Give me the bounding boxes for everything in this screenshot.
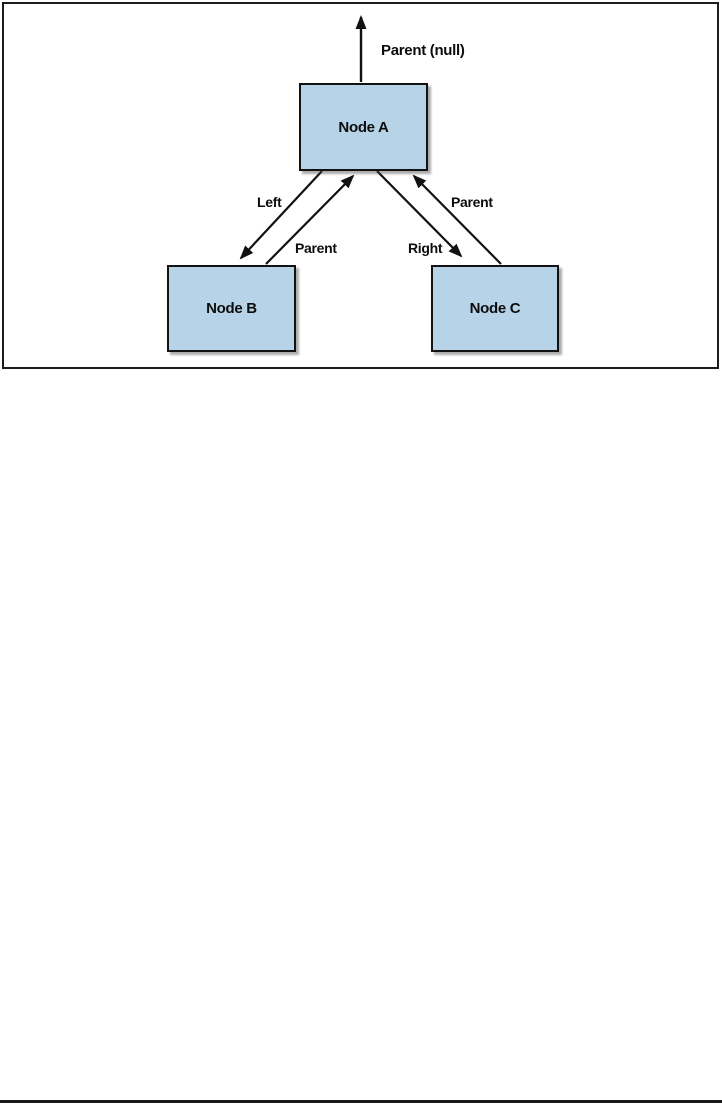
edge-label-parent-b: Parent (295, 240, 337, 256)
figure-frame: Node A Node B Node C Parent (null) Left … (2, 2, 719, 369)
tree-edges-canvas (239, 15, 502, 265)
edge-label-parent-c: Parent (451, 194, 493, 210)
node-c-box: Node C (431, 265, 559, 352)
page-footer-rule (0, 1100, 722, 1103)
node-b-box: Node B (167, 265, 296, 352)
node-a-box: Node A (299, 83, 428, 171)
edge-label-right: Right (408, 240, 443, 256)
edge-label-left: Left (257, 194, 282, 210)
node-a-label: Node A (338, 118, 389, 136)
node-b-label: Node B (206, 300, 257, 317)
edge-label-parent-null: Parent (null) (381, 42, 465, 59)
node-c-label: Node C (469, 300, 521, 317)
